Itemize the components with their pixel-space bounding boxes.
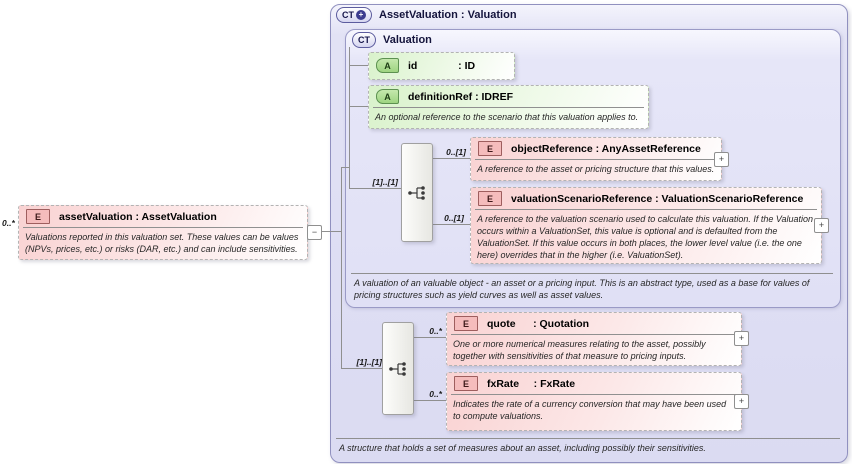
cardinality-label: 0..[1] (446, 147, 466, 157)
element-description: Indicates the rate of a currency convers… (453, 399, 727, 421)
plus-icon: + (356, 10, 366, 20)
attribute-description: An optional reference to the scenario th… (375, 112, 639, 122)
element-badge: E (454, 316, 478, 331)
expand-glyph: + (738, 333, 745, 343)
attribute-box-definitionref[interactable]: A definitionRef : IDREF An optional refe… (368, 85, 649, 129)
connector-line (349, 47, 350, 189)
ct-badge-label: CT (342, 10, 354, 20)
box-divider (373, 107, 644, 108)
inner-panel-header: CT Valuation (352, 32, 432, 48)
element-title: fxRate : FxRate (487, 377, 576, 390)
element-badge: E (26, 209, 50, 224)
expand-glyph: + (818, 220, 825, 230)
element-badge: E (478, 141, 502, 156)
box-divider (475, 159, 717, 160)
element-description: A reference to the asset or pricing stru… (477, 164, 715, 174)
inner-panel-annotation: A valuation of an valuable object - an a… (354, 278, 810, 300)
connector-line (412, 400, 446, 401)
outer-panel-title: AssetValuation : Valuation (379, 9, 517, 21)
element-title: valuationScenarioReference : ValuationSc… (511, 192, 804, 205)
attribute-title-row: A id : ID (369, 53, 514, 78)
attribute-title: id : ID (408, 59, 476, 72)
complextype-badge: CT (352, 32, 376, 48)
connector-line (431, 158, 470, 159)
element-badge: E (454, 376, 478, 391)
element-description: One or more numerical measures relating … (453, 339, 706, 361)
element-box-objectreference[interactable]: E objectReference : AnyAssetReference A … (470, 137, 722, 181)
expand-icon[interactable]: + (714, 152, 729, 167)
element-title-row: E fxRate : FxRate (447, 373, 741, 394)
connector-line (341, 167, 342, 369)
attribute-badge: A (376, 58, 399, 73)
cardinality-label: 0..* (2, 218, 15, 228)
sequence-icon (389, 361, 406, 376)
box-divider (451, 394, 737, 395)
cardinality-label: 0..[1] (444, 213, 464, 223)
inner-footer-divider (351, 273, 833, 274)
connector-line (342, 368, 382, 369)
element-title-row: E objectReference : AnyAssetReference (471, 138, 721, 159)
attribute-box-id[interactable]: A id : ID (368, 52, 515, 80)
connector-line (320, 231, 341, 232)
cardinality-label: 0..* (429, 389, 442, 399)
outer-panel-annotation: A structure that holds a set of measures… (339, 443, 706, 453)
expand-glyph: + (718, 154, 725, 164)
expand-icon[interactable]: + (734, 331, 749, 346)
attribute-title: definitionRef : IDREF (408, 90, 513, 103)
element-description: Valuations reported in this valuation se… (25, 232, 299, 254)
collapse-icon[interactable]: − (307, 225, 322, 240)
cardinality-label: [1]..[1] (372, 177, 399, 187)
expand-icon[interactable]: + (814, 218, 829, 233)
element-title-row: E valuationScenarioReference : Valuation… (471, 188, 821, 209)
element-description: A reference to the valuation scenario us… (477, 214, 814, 260)
collapse-glyph: − (311, 227, 318, 237)
expand-icon[interactable]: + (734, 394, 749, 409)
element-title-row: E quote : Quotation (447, 313, 741, 334)
sequence-icon (408, 185, 425, 200)
connector-line (350, 188, 401, 189)
connector-line (431, 224, 470, 225)
connector-line (350, 65, 368, 66)
outer-panel-header: CT + AssetValuation : Valuation (336, 7, 517, 23)
element-title-row: E assetValuation : AssetValuation (19, 206, 307, 227)
sequence-group[interactable] (401, 143, 433, 242)
box-divider (23, 227, 303, 228)
element-box-fxrate[interactable]: E fxRate : FxRate Indicates the rate of … (446, 372, 742, 431)
ct-badge-label: CT (358, 35, 370, 45)
element-title: quote : Quotation (487, 317, 590, 330)
attribute-title-row: A definitionRef : IDREF (369, 86, 648, 107)
connector-line (342, 167, 350, 168)
element-box-quote[interactable]: E quote : Quotation One or more numerica… (446, 312, 742, 366)
element-box-assetvaluation[interactable]: E assetValuation : AssetValuation Valuat… (18, 205, 308, 260)
element-box-valuationscenarioreference[interactable]: E valuationScenarioReference : Valuation… (470, 187, 822, 264)
attribute-badge: A (376, 89, 399, 104)
element-badge: E (478, 191, 502, 206)
inner-panel-title: Valuation (383, 34, 432, 46)
box-divider (451, 334, 737, 335)
element-title: assetValuation : AssetValuation (59, 210, 217, 223)
connector-line (350, 106, 368, 107)
cardinality-label: 0..* (429, 326, 442, 336)
cardinality-label: [1]..[1] (356, 357, 383, 367)
expand-glyph: + (738, 396, 745, 406)
sequence-group[interactable] (382, 322, 414, 415)
complextype-extension-badge: CT + (336, 7, 372, 23)
element-title: objectReference : AnyAssetReference (511, 142, 701, 155)
connector-line (412, 337, 446, 338)
box-divider (475, 209, 817, 210)
outer-footer-divider (336, 438, 840, 439)
